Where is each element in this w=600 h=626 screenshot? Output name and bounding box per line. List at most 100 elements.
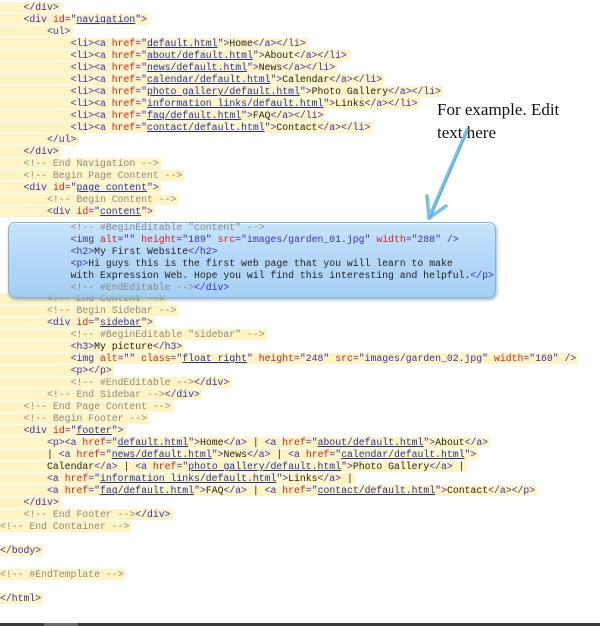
horizontal-scrollbar[interactable] [0,623,600,626]
code-line[interactable]: <!-- End Footer --></div> [0,509,173,521]
code-token-val[interactable]: content [99,206,142,217]
code-line[interactable]: <div id="content"> [0,206,155,218]
code-line[interactable]: <div id="page content"> [0,182,161,194]
code-line[interactable]: <ul> [0,26,73,38]
annotation-note: For example. Edit text here [437,98,597,144]
code-token-val[interactable]: default.html [117,437,189,448]
code-token-tag: =" [135,50,148,61]
code-token-val[interactable]: float right [182,353,247,364]
code-token-tx: Home [229,38,253,49]
code-line[interactable]: <p>Hi guys this is the first web page th… [0,258,453,270]
code-token-val[interactable]: default.html [147,38,218,49]
code-text: <a href="faq/default.html">FAQ</a> | <a … [47,485,538,496]
code-line[interactable]: <div id="navigation"> [0,14,150,26]
code-line[interactable]: <!-- Begin Content --> [0,194,179,206]
code-line[interactable]: <!-- End Page Content --> [0,401,173,413]
code-line[interactable]: <div id="footer"> [0,425,126,437]
code-line[interactable]: <a href="information links/default.html"… [0,473,355,485]
code-line[interactable]: </ul> [0,134,79,146]
code-indent [0,158,24,169]
code-token-tag: </a> [223,437,248,448]
code-token-val[interactable]: sidebar [99,317,142,328]
code-line[interactable]: <p><a href="default.html">Home</a> | <a … [0,437,491,449]
code-token-val[interactable]: news/default.html [111,449,212,460]
code-token-tag: =" [88,206,100,217]
code-line[interactable]: <!-- End Container --> [0,521,132,533]
code-token-tx: FAQ [252,110,271,121]
code-line[interactable]: <!-- End Content --> [0,293,167,305]
scrollbar-thumb[interactable] [44,623,78,626]
code-token-at: href [305,449,330,460]
code-line[interactable]: <!-- End Sidebar --></div> [0,389,202,401]
code-token-val[interactable]: about/default.html [317,437,424,448]
code-token-val[interactable]: contact/default.html [317,485,436,496]
code-line[interactable]: <li><a href="photo gallery/default.html"… [0,86,443,98]
code-token-val[interactable]: information links/default.html [99,473,277,484]
code-line[interactable]: <div id="sidebar"> [0,317,155,329]
code-token-val[interactable]: information links/default.html [147,98,324,109]
code-token-tag: <li><a [70,62,112,73]
code-line[interactable]: <!-- Begin Footer --> [0,413,149,425]
code-token-tag: </div> [194,377,230,388]
code-line[interactable]: <h3>My picture</h3> [0,341,185,353]
code-token-tag: =" [99,449,112,460]
code-line[interactable]: </div> [0,2,61,14]
code-token-at: href [111,86,136,97]
code-token-tag: "> [341,461,353,472]
code-token-val[interactable]: news/default.html [147,62,247,73]
code-token-val[interactable]: about/default.html [147,50,253,61]
code-line[interactable]: </div> [0,146,61,158]
code-token-tx: Home [199,437,224,448]
code-token-val[interactable]: navigation [76,14,136,25]
code-token-val[interactable]: photo gallery/default.html [188,461,342,472]
code-line[interactable]: <!-- #EndEditable --></div> [0,377,232,389]
code-line[interactable]: </div> [0,497,61,509]
code-token-cm: <!-- End Sidebar --> [47,389,165,400]
code-token-at: href [282,485,306,496]
code-token-val[interactable]: calendar/default.html [341,449,465,460]
code-line[interactable]: <li><a href="calendar/default.html">Cale… [0,74,385,86]
code-line[interactable]: | <a href="news/default.html">News</a> |… [0,449,479,461]
code-line[interactable]: <!-- Begin Sidebar --> [0,305,179,317]
code-token-val[interactable]: calendar/default.html [147,74,271,85]
code-line[interactable]: <!-- #BeginEditable "content" --> [0,222,265,234]
code-line[interactable]: <li><a href="about/default.html">About</… [0,50,349,62]
code-line[interactable]: <li><a href="contact/default.html">Conta… [0,122,373,134]
code-token-val[interactable]: photo gallery/default.html [147,86,300,97]
code-line[interactable]: <li><a href="faq/default.html">FAQ</a></… [0,110,326,122]
code-indent [0,461,48,472]
code-line[interactable]: <!-- #EndEditable --></div> [0,282,230,294]
code-line[interactable]: </html> [0,593,44,605]
code-line[interactable]: <li><a href="news/default.html">News</a>… [0,62,338,74]
code-token-at: href [111,62,136,73]
code-line[interactable]: <li><a href="information links/default.h… [0,98,420,110]
code-token-val[interactable]: contact/default.html [147,122,265,133]
code-token-val[interactable]: page content [76,182,148,193]
code-line[interactable]: <a href="faq/default.html">FAQ</a> | <a … [0,485,538,497]
code-line[interactable]: <!-- End Navigation --> [0,158,161,170]
code-line[interactable]: <p></p> [0,365,114,377]
code-line[interactable]: </body> [0,545,44,557]
code-line[interactable]: Calendar</a> | <a href="photo gallery/de… [0,461,467,473]
code-line[interactable]: <!-- #BeginEditable "sidebar" --> [0,329,267,341]
code-line[interactable]: <h2>My First Website</h2> [0,246,218,258]
code-indent [0,206,48,217]
code-token-val[interactable]: footer [76,425,112,436]
code-line[interactable]: with Expression Web. Hope you wil find t… [0,270,494,282]
code-token-tag: </a></li> [252,38,306,49]
code-token-val[interactable]: faq/default.html [147,110,242,121]
code-line[interactable]: <!-- #EndTemplate --> [0,569,126,581]
code-indent [0,122,71,133]
code-token-tag: </div> [23,146,59,157]
code-line[interactable]: <li><a href="default.html">Home</a></li> [0,38,308,50]
code-indent [0,26,48,37]
code-token-at: href [64,485,89,496]
code-indent [0,194,48,205]
code-line[interactable]: <img alt="" class="float right" height="… [0,353,579,365]
code-token-at: href [282,437,306,448]
code-indent [0,38,71,49]
code-token-val[interactable]: faq/default.html [99,485,195,496]
code-line[interactable]: <!-- Begin Page Content --> [0,170,185,182]
code-line[interactable]: <img alt="" height="189" src="images/gar… [0,234,459,246]
